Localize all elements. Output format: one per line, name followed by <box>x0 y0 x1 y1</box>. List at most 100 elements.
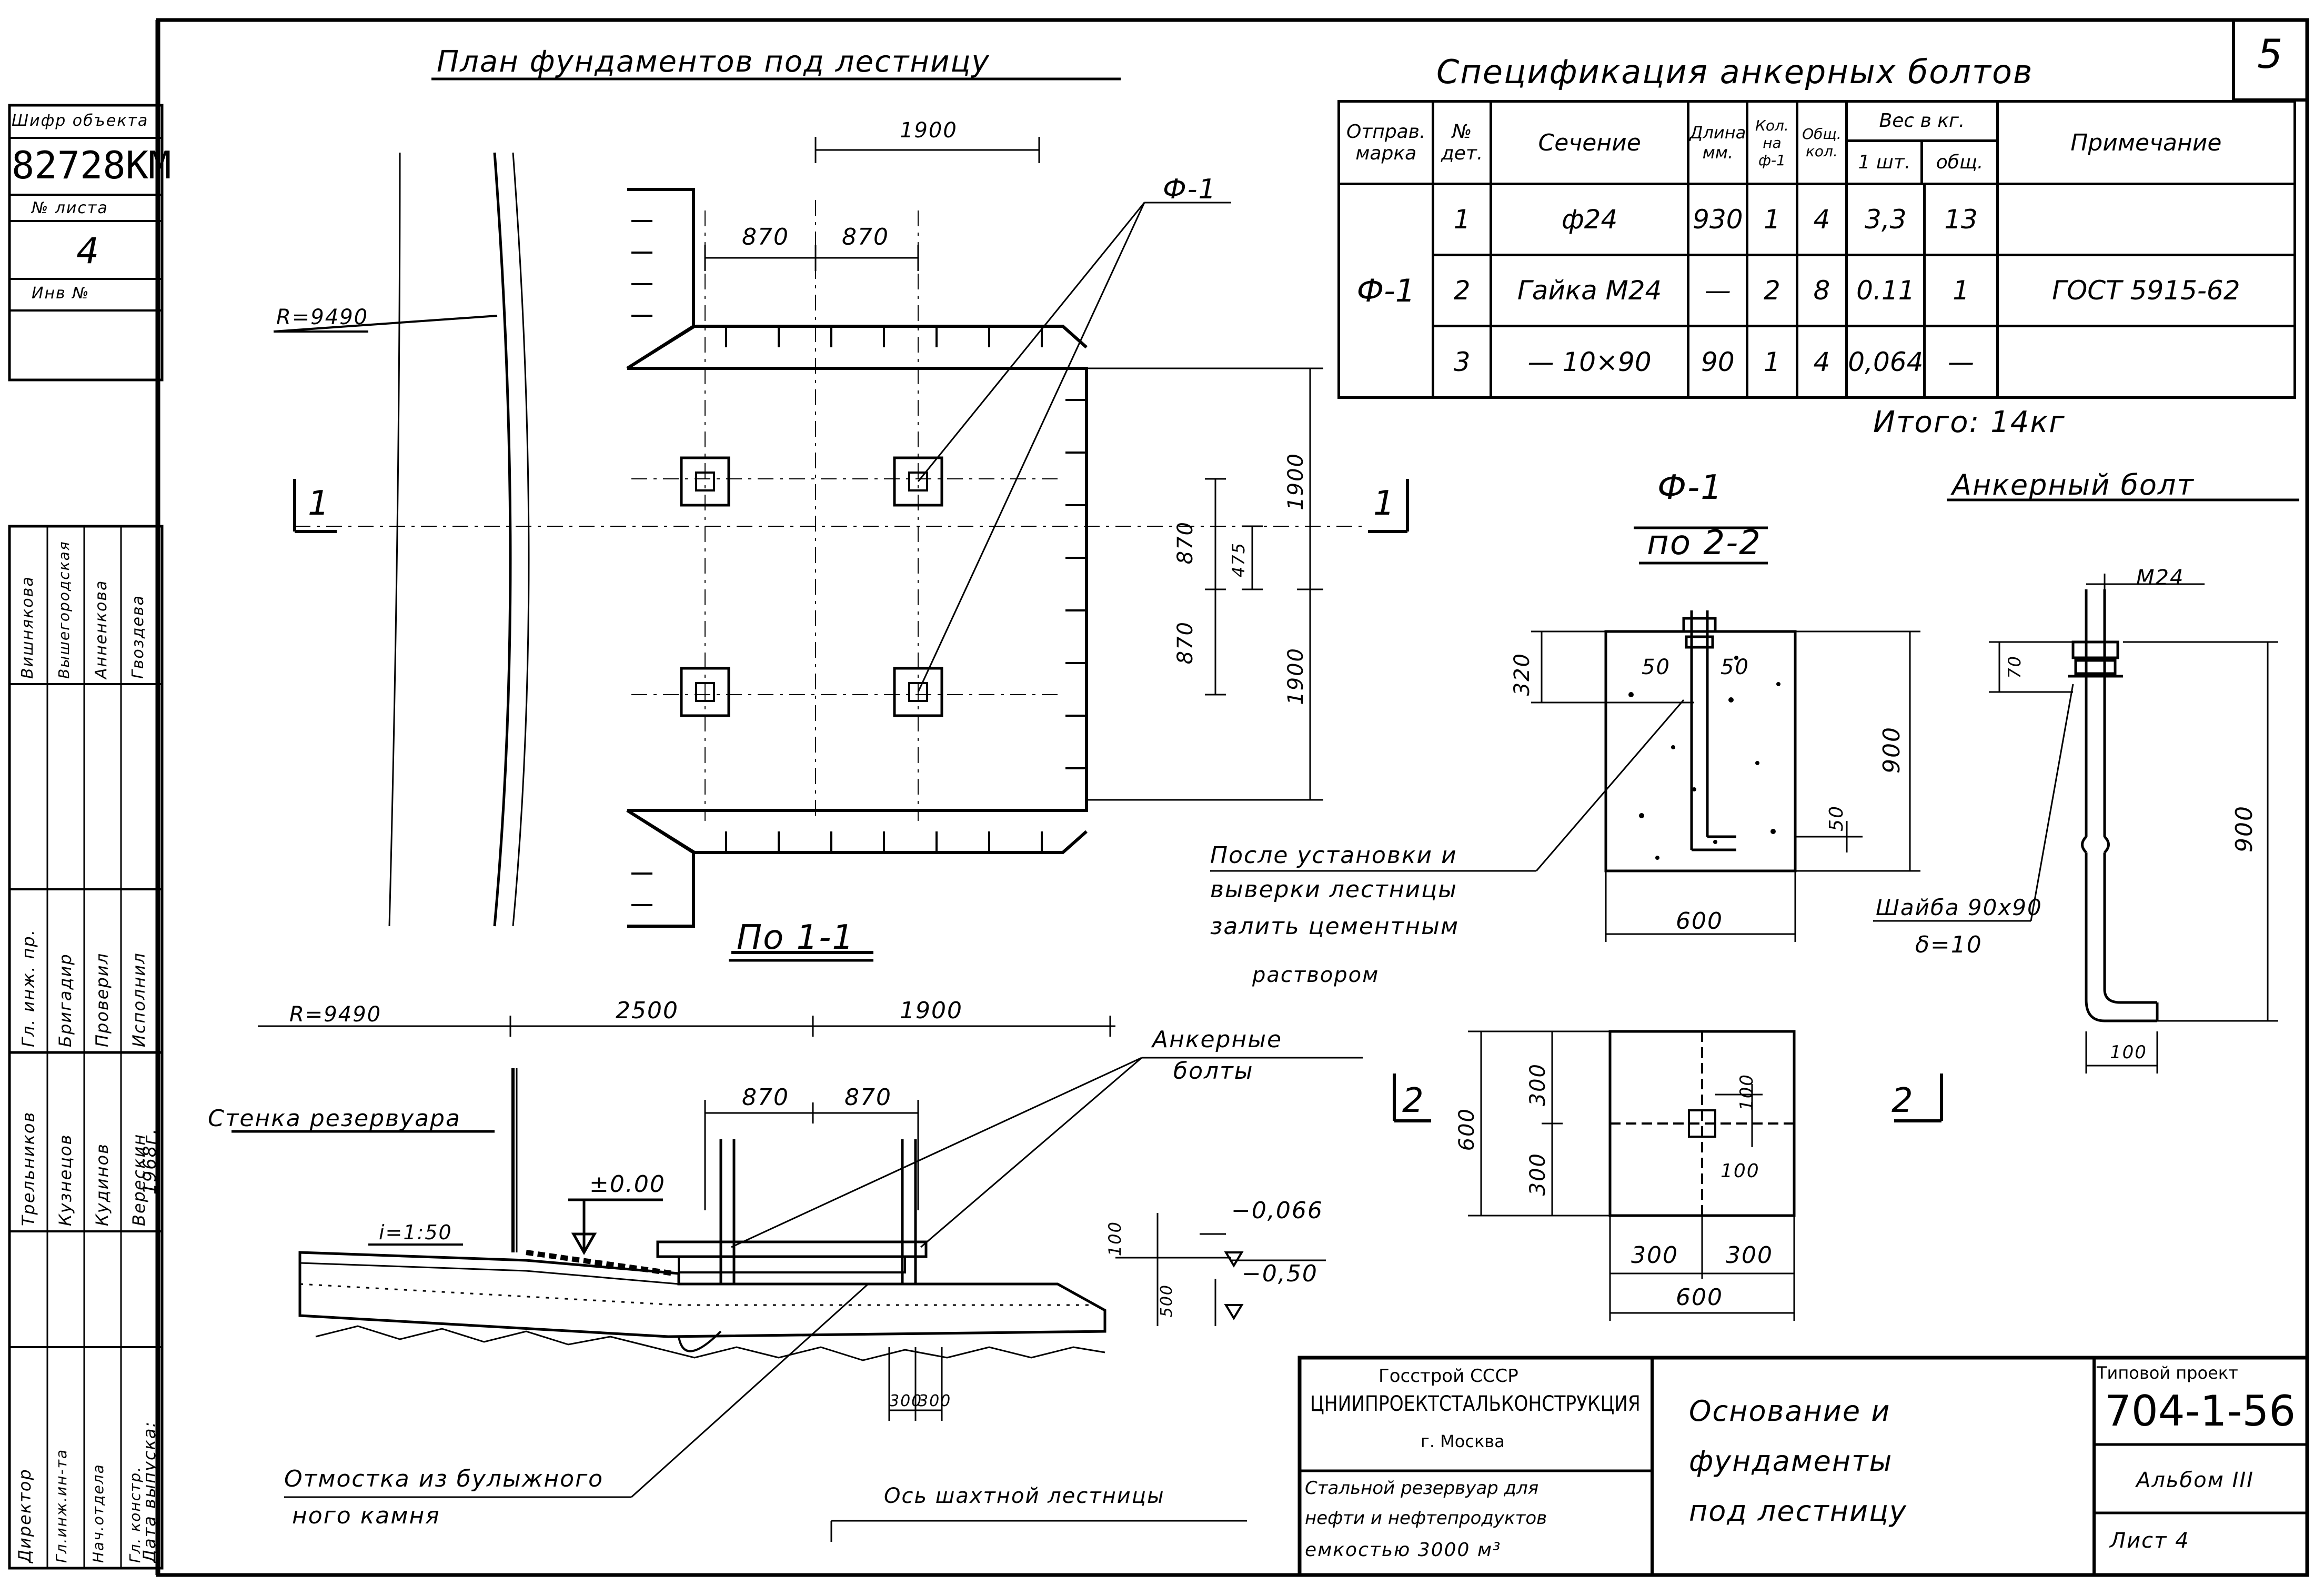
tb-org-1: Госстрой СССР <box>1379 1366 1518 1387</box>
section11-dim-870b: 870 <box>844 1084 892 1111</box>
section11-title: По 1-1 <box>737 918 855 957</box>
stamp-name-low-1: Трельников <box>18 1111 38 1226</box>
plan2-section-right: 2 <box>1892 1081 1914 1120</box>
plan2-dim-100b: 100 <box>1721 1160 1760 1182</box>
stamp-role-low-2: Гл.инж.ин-та <box>53 1448 70 1563</box>
bolt-delta: δ=10 <box>1915 931 1983 958</box>
spec-title: Спецификация анкерных болтов <box>1436 53 2034 91</box>
spec-h-qty-per: Кол. на ф-1 <box>1746 100 1798 185</box>
spec-r1-note <box>1996 183 2297 256</box>
tb-org-3: г. Москва <box>1421 1431 1505 1451</box>
spec-h-length: Длина мм. <box>1687 100 1749 185</box>
stamp-name-2: Вышегородская <box>55 540 73 679</box>
spec-h-weight: Вес в кг. 1 шт. общ. <box>1845 100 1999 185</box>
f1-dim-320: 320 <box>1510 653 1534 696</box>
plan-section-left: 1 <box>308 484 330 523</box>
bolt-dim-900: 900 <box>2231 805 2258 852</box>
spec-h-det: № дет. <box>1432 100 1492 185</box>
plan-radius: R=9490 <box>276 305 369 329</box>
section11-axis: Ось шахтной лестницы <box>884 1484 1165 1508</box>
plan-dim-1900-r2: 1900 <box>1284 647 1308 705</box>
section11-dim-870a: 870 <box>742 1084 789 1111</box>
tb-org-2: ЦНИИПРОЕКТСТАЛЬКОНСТРУКЦИЯ <box>1310 1392 1641 1416</box>
plan2-dim-300h2: 300 <box>1726 1242 1773 1269</box>
section11-anchor-1: Анкерные <box>1152 1026 1283 1053</box>
plan2-dim-600v: 600 <box>1455 1108 1479 1151</box>
bolt-title: Анкерный болт <box>1952 468 2195 501</box>
section11-slope: i=1:50 <box>379 1221 452 1244</box>
spec-h-section: Сечение <box>1489 100 1690 185</box>
stamp-name-3: Анненкова <box>92 579 110 679</box>
tb-sheet: Лист 4 <box>2110 1529 2190 1553</box>
f1-dim-50a: 50 <box>1642 655 1671 679</box>
tb-name-1: Основание и <box>1689 1395 1891 1428</box>
tb-name-3: под лестницу <box>1689 1494 1907 1528</box>
spec-r1-length: 930 <box>1687 183 1749 256</box>
tb-project: 704-1-56 <box>2105 1387 2296 1436</box>
plan-f1-label: Ф-1 <box>1163 174 1217 205</box>
section11-wall: Стенка резервуара <box>208 1105 461 1132</box>
section11-dim-100: 100 <box>1105 1221 1125 1257</box>
bolt-washer: Шайба 90х90 <box>1876 895 2043 920</box>
stamp-name-low-3: Кудинов <box>92 1143 112 1226</box>
section11-dim-300b: 300 <box>918 1392 952 1410</box>
f1-dim-900: 900 <box>1878 726 1905 774</box>
spec-r1-qty-total: 4 <box>1795 183 1848 256</box>
spec-r2-w-total: 1 <box>1923 254 1999 327</box>
spec-total: Итого: 14кг <box>1873 405 2066 439</box>
spec-r2-qty-per: 2 <box>1746 254 1798 327</box>
f1-dim-50c: 50 <box>1826 805 1847 831</box>
stamp-name-1: Вишнякова <box>18 576 37 679</box>
plan-dim-870a: 870 <box>742 224 789 250</box>
section11-otm-2: ного камня <box>292 1502 440 1529</box>
plan2-dim-600h: 600 <box>1676 1284 1723 1311</box>
spec-r3-qty-total: 4 <box>1795 325 1848 399</box>
plan-dim-1900-top: 1900 <box>900 118 958 143</box>
bolt-m24: М24 <box>2136 566 2185 590</box>
bolt-dim-70: 70 <box>2005 655 2025 679</box>
f1-note-2: выверки лестницы <box>1210 876 1457 903</box>
section11-dim-1900: 1900 <box>900 997 963 1024</box>
tb-obj-3: емкостью 3000 м³ <box>1305 1539 1502 1561</box>
f1-detail-title: Ф-1 <box>1657 468 1723 507</box>
stamp-role-low-1: Директор <box>15 1468 35 1563</box>
plan2-dim-300v1: 300 <box>1526 1063 1550 1107</box>
plan-dim-870-v1: 870 <box>1173 521 1198 565</box>
spec-r3-note <box>1996 325 2297 399</box>
section11-m050: −0,50 <box>1242 1260 1318 1287</box>
stamp-role-low-3: Нач.отдела <box>89 1463 107 1563</box>
spec-r3-w-total: — <box>1923 325 1999 399</box>
stamp-name-4: Гвоздева <box>129 595 147 679</box>
stamp-code-label: Шифр объекта <box>12 112 149 130</box>
spec-h-weight-label: Вес в кг. <box>1848 103 1996 142</box>
spec-r1-section: ф24 <box>1489 183 1690 256</box>
section11-zero: ±0.00 <box>589 1171 666 1198</box>
stamp-role-3: Проверил <box>92 952 112 1047</box>
spec-r1-w-one: 3,3 <box>1845 183 1926 256</box>
spec-r2-det: 2 <box>1432 254 1492 327</box>
plan-dim-870-v2: 870 <box>1173 621 1198 665</box>
spec-h-mark: Отправ. марка <box>1337 100 1435 185</box>
spec-r1-qty-per: 1 <box>1746 183 1798 256</box>
stamp-date-label: Дата выпуска: <box>139 1420 159 1563</box>
tb-album: Альбом III <box>2136 1468 2254 1492</box>
section11-dim-300a: 300 <box>889 1392 923 1410</box>
stamp-inv-label: Инв № <box>32 284 90 303</box>
plan-title: План фундаментов под лестницу <box>437 45 990 79</box>
spec-h-w-total: общ. <box>1936 152 1984 173</box>
plan-section-right: 1 <box>1373 484 1396 523</box>
section11-radius: R=9490 <box>289 1002 382 1027</box>
spec-r3-w-one: 0,064 <box>1845 325 1926 399</box>
plan2-dim-100a: 100 <box>1736 1074 1757 1111</box>
tb-obj-2: нефти и нефтепродуктов <box>1305 1508 1547 1529</box>
f1-dim-600: 600 <box>1676 908 1723 935</box>
tb-type-label: Типовой проект <box>2097 1363 2238 1383</box>
spec-mark: Ф-1 <box>1337 183 1435 399</box>
plan-dim-870b: 870 <box>842 224 889 250</box>
tb-obj-1: Стальной резервуар для <box>1305 1478 1539 1499</box>
spec-r2-section: Гайка М24 <box>1489 254 1690 327</box>
stamp-sheet: 4 <box>76 230 100 272</box>
plan2-dim-300v2: 300 <box>1526 1152 1550 1196</box>
section11-otm-1: Отмостка из булыжного <box>284 1466 604 1492</box>
